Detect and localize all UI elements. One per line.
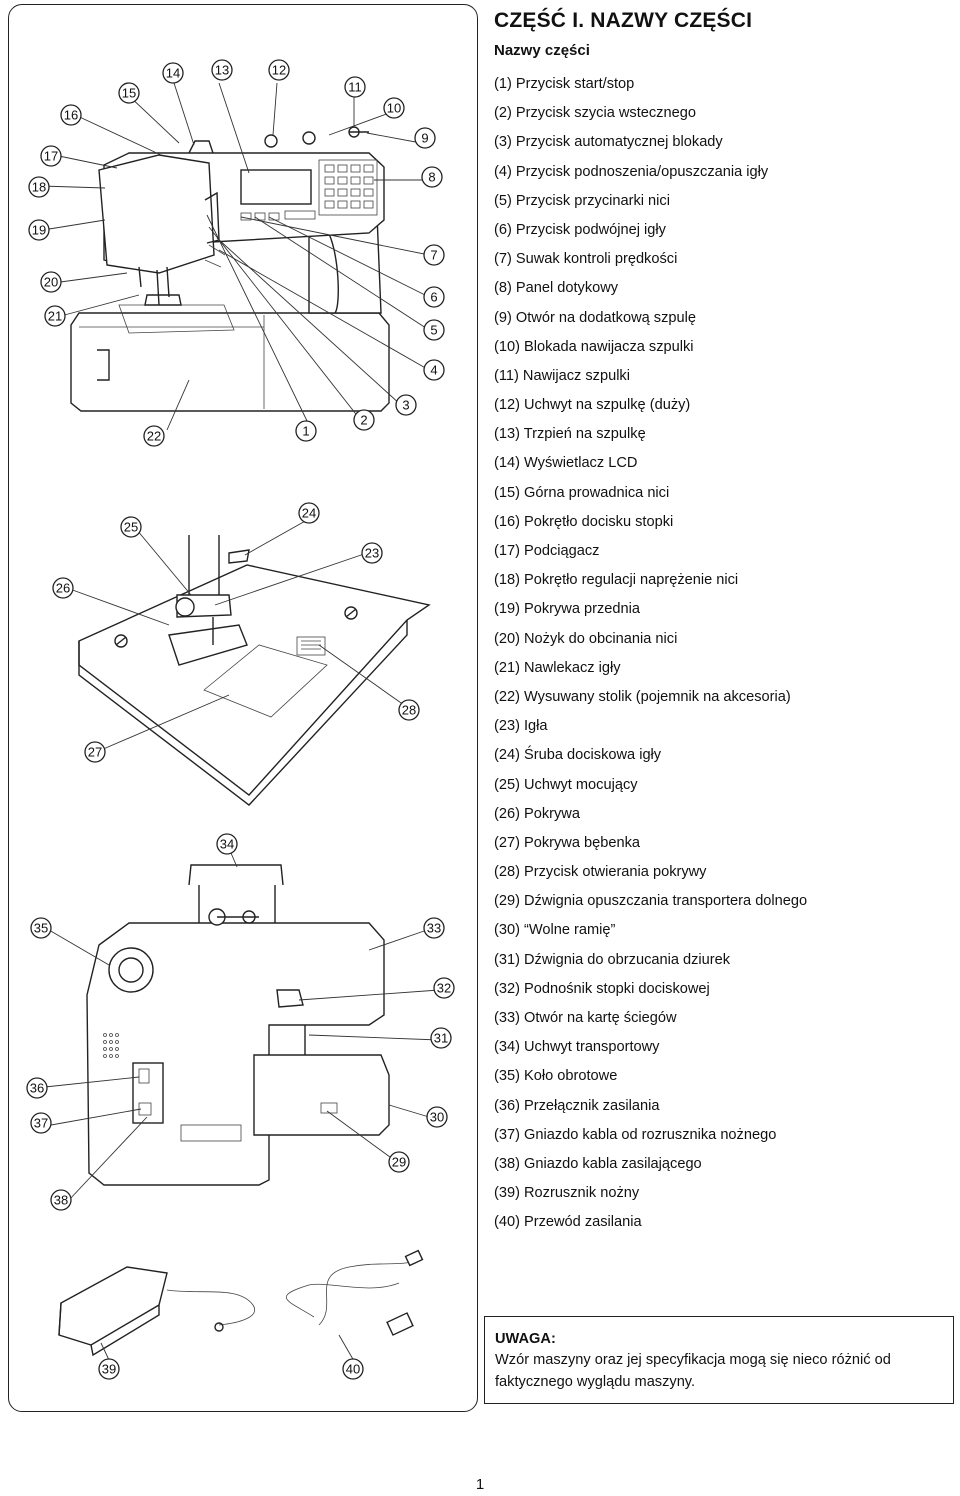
list-item: (21) Nawlekacz igły: [494, 659, 621, 676]
note-text: Wzór maszyny oraz jej specyfikacja mogą …: [495, 1352, 891, 1390]
svg-text:5: 5: [430, 323, 437, 338]
subtitle: Nazwy części: [494, 42, 590, 59]
svg-text:36: 36: [30, 1081, 44, 1096]
svg-text:17: 17: [44, 149, 58, 164]
svg-text:35: 35: [34, 921, 48, 936]
svg-text:2: 2: [360, 413, 367, 428]
list-item: (22) Wysuwany stolik (pojemnik na akceso…: [494, 688, 791, 705]
list-item: (38) Gniazdo kabla zasilającego: [494, 1155, 702, 1172]
note-box: UWAGA: Wzór maszyny oraz jej specyfikacj…: [484, 1316, 954, 1404]
list-item: (7) Suwak kontroli prędkości: [494, 251, 678, 268]
list-item: (2) Przycisk szycia wstecznego: [494, 105, 696, 122]
list-item: (40) Przewód zasilania: [494, 1214, 642, 1231]
illustration-panel: 14 13 12 11 15 10 16 9 17 8 18 19 7 20 6…: [8, 4, 478, 1412]
svg-text:18: 18: [32, 180, 46, 195]
list-item: (5) Przycisk przycinarki nici: [494, 192, 670, 209]
list-item: (16) Pokrętło docisku stopki: [494, 513, 674, 530]
callouts-front-view: 14 13 12 11 15 10 16 9 17 8 18 19 7 20 6…: [28, 59, 445, 447]
list-item: (4) Przycisk podnoszenia/opuszczania igł…: [494, 163, 769, 180]
callouts-needle-detail: 24 25 23 26 28 27: [52, 502, 420, 763]
callouts-rear-view: 34 35 33 32 31 36 37 30 29 38: [26, 833, 455, 1211]
svg-text:27: 27: [88, 745, 102, 760]
svg-text:29: 29: [392, 1155, 406, 1170]
list-item: (14) Wyświetlacz LCD: [494, 455, 638, 472]
svg-text:8: 8: [428, 170, 435, 185]
list-item: (28) Przycisk otwierania pokrywy: [494, 864, 707, 881]
svg-text:39: 39: [102, 1362, 116, 1377]
list-item: (15) Górna prowadnica nici: [494, 484, 670, 501]
list-item: (12) Uchwyt na szpulkę (duży): [494, 397, 691, 414]
svg-text:33: 33: [427, 921, 441, 936]
list-item: (27) Pokrywa bębenka: [494, 834, 641, 851]
svg-text:32: 32: [437, 981, 451, 996]
list-item: (35) Koło obrotowe: [494, 1068, 618, 1085]
list-item: (6) Przycisk podwójnej igły: [494, 221, 666, 238]
list-item: (17) Podciągacz: [494, 543, 600, 559]
list-item: (31) Dźwignia do obrzucania dziurek: [494, 951, 731, 968]
svg-text:7: 7: [430, 248, 437, 263]
section-title: CZĘŚĆ I. NAZWY CZĘŚCI: [494, 9, 753, 32]
svg-text:23: 23: [365, 546, 379, 561]
machine-front-view: 14 13 12 11 15 10 16 9 17 8 18 19 7 20 6…: [28, 59, 445, 447]
list-item: (26) Pokrywa: [494, 805, 580, 822]
svg-text:38: 38: [54, 1193, 68, 1208]
list-item: (3) Przycisk automatycznej blokady: [494, 134, 723, 151]
svg-text:9: 9: [421, 131, 428, 146]
note-title: UWAGA:: [495, 1331, 556, 1347]
list-item: (8) Panel dotykowy: [494, 280, 619, 297]
list-item: (37) Gniazdo kabla od rozrusznika nożneg…: [494, 1126, 777, 1143]
svg-text:6: 6: [430, 290, 437, 305]
page-number: 1: [475, 1476, 485, 1493]
list-item: (13) Trzpień na szpulkę: [494, 426, 646, 443]
svg-text:14: 14: [166, 66, 180, 81]
parts-text-column: CZĘŚĆ I. NAZWY CZĘŚCI Nazwy części (1) P…: [494, 8, 954, 1238]
accessories-view: 39 40: [58, 1249, 424, 1380]
list-item: (10) Blokada nawijacza szpulki: [494, 338, 694, 355]
svg-text:15: 15: [122, 86, 136, 101]
list-item: (25) Uchwyt mocujący: [494, 776, 638, 793]
svg-text:26: 26: [56, 581, 70, 596]
svg-text:37: 37: [34, 1116, 48, 1131]
list-item: (32) Podnośnik stopki dociskowej: [494, 980, 710, 997]
list-item: (34) Uchwyt transportowy: [494, 1039, 660, 1056]
list-item: (23) Igła: [494, 718, 548, 735]
svg-text:13: 13: [215, 63, 229, 78]
svg-text:24: 24: [302, 506, 316, 521]
list-item: (11) Nawijacz szpulki: [494, 367, 630, 384]
needle-area-detail: 24 25 23 26 28 27: [52, 502, 431, 806]
list-item: (36) Przełącznik zasilania: [494, 1097, 660, 1114]
svg-text:1: 1: [302, 424, 309, 439]
svg-text:20: 20: [44, 275, 58, 290]
list-item: (18) Pokrętło regulacji naprężenie nici: [494, 572, 739, 589]
svg-text:4: 4: [430, 363, 437, 378]
svg-text:12: 12: [272, 63, 286, 78]
machine-rear-view: 34 35 33 32 31 36 37 30 29 38: [26, 833, 455, 1211]
svg-text:30: 30: [430, 1110, 444, 1125]
svg-text:31: 31: [434, 1031, 448, 1046]
parts-list: (1) Przycisk start/stop (2) Przycisk szyc…: [494, 70, 954, 1238]
list-item: (1) Przycisk start/stop: [494, 76, 635, 92]
list-item: (39) Rozrusznik nożny: [494, 1185, 640, 1202]
svg-text:16: 16: [64, 108, 78, 123]
list-item: (29) Dźwignia opuszczania transportera d…: [494, 893, 808, 910]
list-item: (24) Śruba dociskowa igły: [494, 747, 662, 764]
svg-text:10: 10: [387, 101, 401, 116]
svg-text:22: 22: [147, 429, 161, 444]
list-item: (30) “Wolne ramię”: [494, 922, 616, 939]
svg-text:3: 3: [402, 398, 409, 413]
svg-text:21: 21: [48, 309, 62, 324]
svg-text:28: 28: [402, 703, 416, 718]
list-item: (19) Pokrywa przednia: [494, 601, 641, 618]
svg-text:40: 40: [346, 1362, 360, 1377]
svg-text:19: 19: [32, 223, 46, 238]
svg-text:25: 25: [124, 520, 138, 535]
list-item: (33) Otwór na kartę ściegów: [494, 1010, 677, 1026]
svg-text:34: 34: [220, 837, 234, 852]
svg-text:11: 11: [348, 80, 362, 95]
sewing-machine-diagram: 14 13 12 11 15 10 16 9 17 8 18 19 7 20 6…: [26, 59, 455, 1380]
list-item: (20) Nożyk do obcinania nici: [494, 630, 678, 647]
callouts-accessories: 39 40: [98, 1358, 364, 1380]
list-item: (9) Otwór na dodatkową szpulę: [494, 309, 696, 326]
